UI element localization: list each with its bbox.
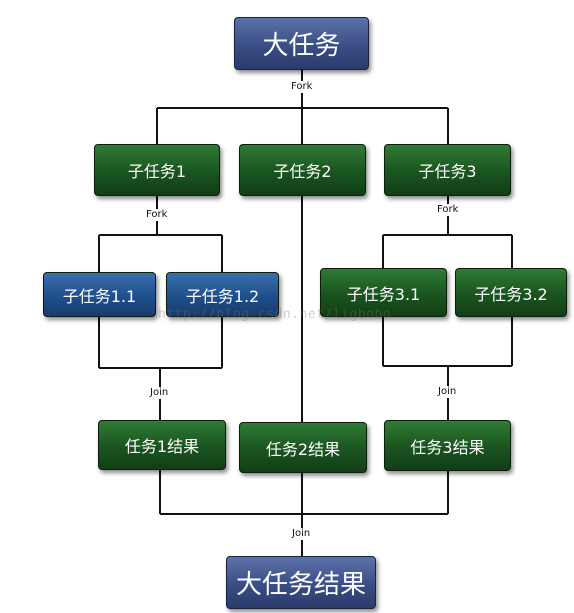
node-result-1: 任务1结果 [98,420,226,470]
node-sub-task-3-2: 子任务3.2 [455,268,567,317]
node-sub-task-1-1: 子任务1.1 [43,272,156,317]
join-label-bottom: Join [291,528,312,540]
join-label-right: Join [437,386,458,398]
node-result-2: 任务2结果 [239,422,367,473]
fork-label-left: Fork [145,209,169,221]
node-result-3: 任务3结果 [384,420,511,471]
fork-label-top: Fork [290,81,314,93]
node-big-result: 大任务结果 [226,556,376,609]
node-sub-task-1-2: 子任务1.2 [166,272,279,317]
join-label-left: Join [149,387,170,399]
fork-label-right: Fork [436,204,460,216]
node-sub-task-2: 子任务2 [239,144,366,196]
node-sub-task-3-1: 子任务3.1 [320,268,447,317]
node-big-task: 大任务 [234,17,369,70]
watermark-text: http://blog.csdn.net/ligbobo [158,307,392,322]
node-sub-task-3: 子任务3 [384,144,511,196]
node-sub-task-1: 子任务1 [94,144,220,196]
